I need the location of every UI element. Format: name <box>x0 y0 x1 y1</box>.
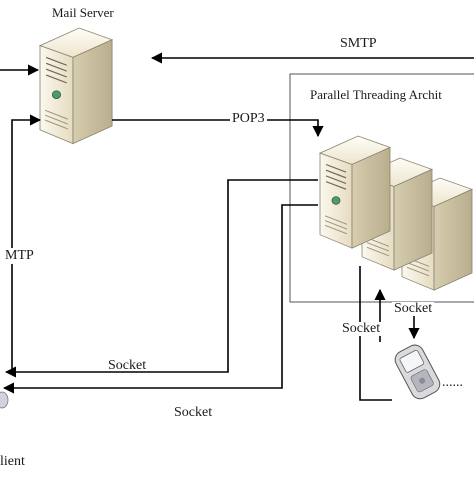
parallel-box-label: Parallel Threading Archit <box>310 87 442 102</box>
pop3-arrow <box>112 119 324 138</box>
client-computer-icon <box>0 391 9 409</box>
socket-bottom-arrow <box>2 204 318 394</box>
parallel-architecture-box <box>289 73 474 303</box>
smtp-left-arrow <box>11 114 42 370</box>
socket-left-arrow <box>4 179 318 378</box>
mail-server-label: Mail Server <box>52 5 114 20</box>
more-devices-ellipsis: ...... <box>442 375 463 390</box>
smtp-left-label: MTP <box>4 248 35 264</box>
mail-server-icon <box>39 27 113 145</box>
socket-mobile-line <box>359 266 392 401</box>
socket-right-label-b: Socket <box>392 301 435 316</box>
pop3-label: POP3 <box>230 111 267 126</box>
client-label: lient <box>0 454 25 469</box>
socket-left-label: Socket <box>108 358 147 373</box>
mobile-phone-icon <box>394 344 441 400</box>
socket-right-label-a: Socket <box>340 321 383 336</box>
cluster-server-icon <box>319 135 391 249</box>
socket-bottom-label: Socket <box>174 405 213 420</box>
smtp-top-label: SMTP <box>340 36 377 51</box>
